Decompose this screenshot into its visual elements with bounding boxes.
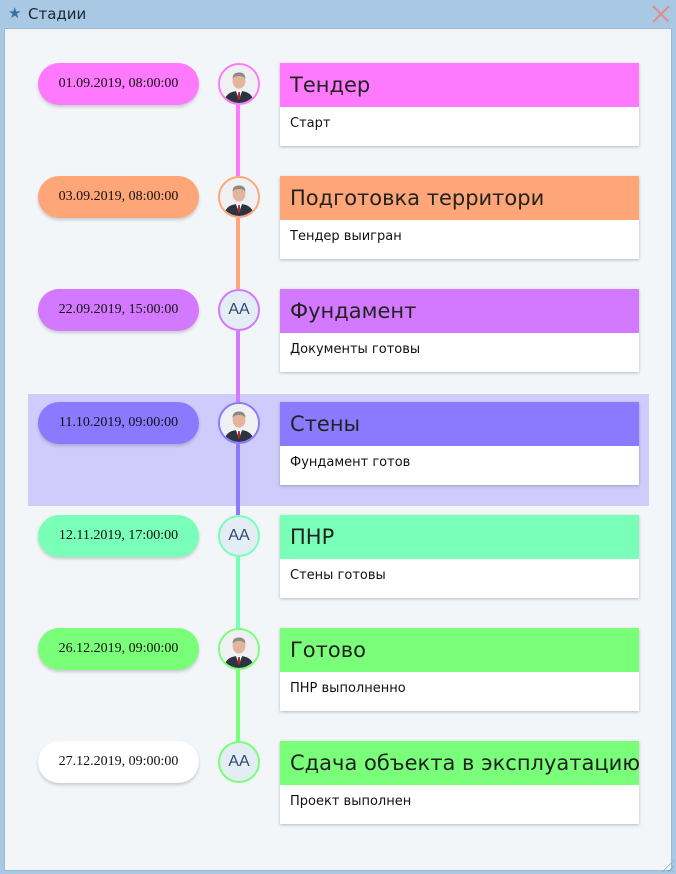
stage-description: Документы готовы bbox=[290, 342, 421, 357]
timeline-connector bbox=[236, 105, 240, 176]
stage-description: ПНР выполненно bbox=[290, 681, 406, 696]
timeline-connector bbox=[236, 444, 240, 515]
stage-title: Подготовка территори bbox=[280, 176, 639, 220]
resize-grip-icon[interactable] bbox=[660, 858, 674, 872]
stage-item[interactable]: 12.11.2019, 17:00:00 AA ПНР Стены готовы bbox=[0, 515, 676, 605]
timeline-connector bbox=[236, 670, 240, 741]
stage-card[interactable]: ПНР Стены готовы bbox=[280, 515, 639, 598]
stage-title: Тендер bbox=[280, 63, 639, 107]
window-titlebar[interactable]: ★ Стадии bbox=[0, 0, 676, 28]
timeline-connector bbox=[236, 557, 240, 628]
avatar bbox=[218, 402, 260, 444]
stage-date: 11.10.2019, 09:00:00 bbox=[38, 402, 199, 444]
stage-item[interactable]: 27.12.2019, 09:00:00 AA Сдача объекта в эк… bbox=[0, 741, 676, 831]
timeline-connector bbox=[236, 331, 240, 402]
window-title: Стадии bbox=[28, 5, 87, 23]
avatar: AA bbox=[218, 741, 260, 783]
close-icon[interactable] bbox=[651, 4, 671, 24]
avatar bbox=[218, 176, 260, 218]
stage-description: Стены готовы bbox=[290, 568, 386, 583]
stage-title: Готово bbox=[280, 628, 639, 672]
stage-title: Фундамент bbox=[280, 289, 639, 333]
stage-date: 01.09.2019, 08:00:00 bbox=[38, 63, 199, 105]
avatar: AA bbox=[218, 515, 260, 557]
avatar: AA bbox=[218, 289, 260, 331]
stage-date: 26.12.2019, 09:00:00 bbox=[38, 628, 199, 670]
stage-description: Старт bbox=[290, 116, 331, 131]
stage-item[interactable]: 03.09.2019, 08:00:00 Подготовка территори… bbox=[0, 176, 676, 266]
stage-title: Стены bbox=[280, 402, 639, 446]
stage-description: Тендер выигран bbox=[290, 229, 402, 244]
star-icon: ★ bbox=[8, 4, 22, 22]
avatar bbox=[218, 63, 260, 105]
stage-date: 22.09.2019, 15:00:00 bbox=[38, 289, 199, 331]
stage-date: 27.12.2019, 09:00:00 bbox=[38, 741, 199, 783]
stage-description: Фундамент готов bbox=[290, 455, 411, 470]
stage-description: Проект выполнен bbox=[290, 794, 412, 809]
stage-title: Сдача объекта в эксплуатацию bbox=[280, 741, 639, 785]
stage-date: 12.11.2019, 17:00:00 bbox=[38, 515, 199, 557]
stage-date: 03.09.2019, 08:00:00 bbox=[38, 176, 199, 218]
stage-title: ПНР bbox=[280, 515, 639, 559]
avatar bbox=[218, 628, 260, 670]
timeline-connector bbox=[236, 218, 240, 289]
